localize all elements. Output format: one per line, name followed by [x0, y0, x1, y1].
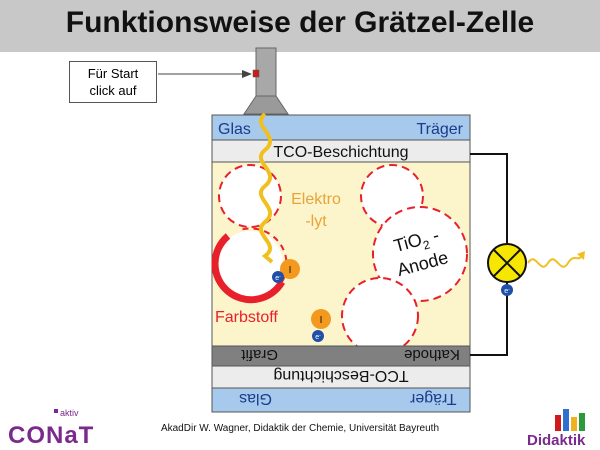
lamp-funnel [243, 95, 289, 115]
logo-conat-small: aktiv [60, 408, 79, 418]
iodide-label-1: I [289, 265, 292, 276]
tco-bottom-label: TCO-Beschichtung [273, 367, 408, 384]
iodide-label-2: I [320, 315, 323, 326]
start-button-line1: Für Start [87, 66, 139, 81]
glass-bottom-labels: Glas Träger [239, 390, 456, 407]
tio2-label-main: TiO [392, 229, 425, 256]
graphite-left-label: Grafit [240, 346, 278, 363]
start-button[interactable]: Für Start click auf [69, 61, 157, 103]
graphite-layer [211, 345, 471, 367]
electron-2 [312, 330, 324, 342]
glass-bottom-left-label: Glas [239, 390, 272, 407]
lamp-cross-2 [493, 249, 521, 277]
tio2-particle-top-left [218, 164, 282, 228]
page-title: Funktionsweise der Grätzel-Zelle [65, 6, 535, 39]
logo-conat: aktiv CONaT [8, 408, 94, 449]
title-bar [0, 0, 600, 52]
glass-top-left-label: Glas [218, 121, 251, 138]
tio2-particle-bottom [341, 277, 419, 355]
glass-top-right-label: Träger [416, 121, 463, 138]
tio2-particle-anode [372, 206, 468, 302]
electron-label-1: e- [275, 274, 281, 282]
logo-didaktik-text: Didaktik [527, 432, 586, 449]
tio2-label-dash: - [425, 225, 441, 247]
electrolyte-label-line2: -lyt [305, 213, 327, 230]
logo-conat-main: CONaT [8, 422, 94, 449]
graphite-right-label: Kathode [404, 346, 460, 363]
tco-top-label: TCO-Beschichtung [273, 144, 408, 161]
anode-label: Anode [395, 247, 450, 280]
electrolyte-region [211, 161, 471, 347]
lamp-bulb-icon [487, 243, 527, 283]
lamp-light-wave [527, 255, 583, 268]
tco-top-layer [211, 139, 471, 163]
start-button-line2: click auf [89, 83, 137, 98]
tio2-label-sub: 2 [422, 237, 432, 252]
electrolyte-label-line1: Elektro [291, 191, 341, 208]
circuit-wire [470, 153, 508, 244]
circuit-wire-bottom [470, 282, 508, 356]
tio2-particle-top-right [360, 164, 424, 228]
tco-bottom-layer [211, 365, 471, 389]
light-wave [258, 112, 274, 264]
glass-bottom-layer [211, 387, 471, 413]
iodide-ion-2 [311, 309, 331, 329]
glass-bottom-right-label: Träger [409, 390, 456, 407]
dye-coating-arc-dashed [239, 227, 288, 283]
electron-1 [272, 271, 284, 283]
dye-fragment-left [212, 260, 218, 270]
tio2-anode-label: TiO2 - Anode [392, 225, 451, 280]
lamp-switch[interactable] [252, 69, 260, 78]
footer-credit: AkadDir W. Wagner, Didaktik der Chemie, … [160, 423, 440, 434]
tio2-particle-dye-coated [217, 231, 283, 297]
dye-label: Farbstoff [215, 309, 278, 326]
svg-text:TiO2 -: TiO2 - [392, 225, 443, 260]
glass-top-layer [211, 114, 471, 141]
electron-label-2: e- [315, 333, 321, 341]
electron-wire [501, 284, 513, 296]
pointer-arrowhead [242, 70, 252, 78]
lamp-light-arrowhead [577, 251, 585, 260]
dye-coating-arc [211, 233, 286, 304]
logo-didaktik: Didaktik [527, 409, 586, 449]
electron-wire-label: e- [504, 287, 510, 295]
graphite-labels: Grafit Kathode [240, 346, 459, 363]
iodide-ion-1 [280, 259, 300, 279]
lamp-cross-1 [493, 249, 521, 277]
